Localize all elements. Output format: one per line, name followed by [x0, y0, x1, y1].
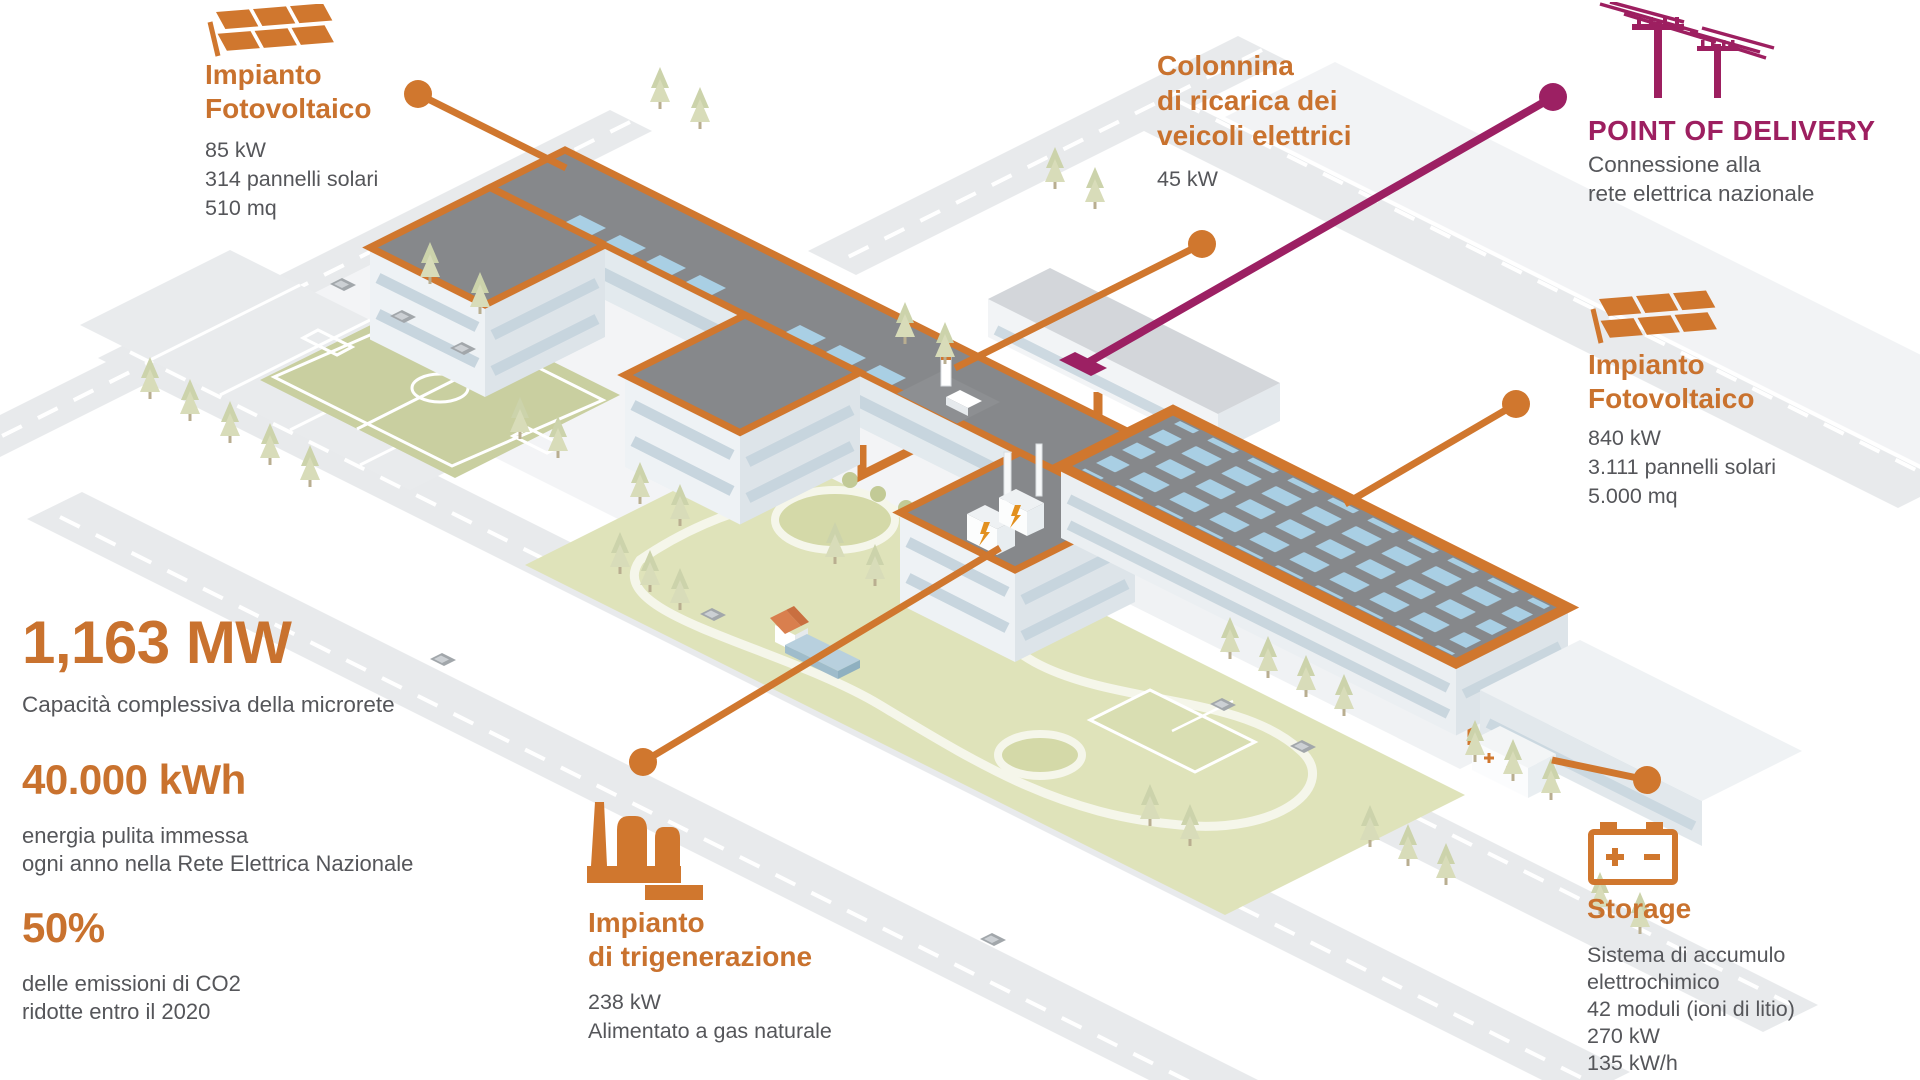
- ev-title-line3: veicoli elettrici: [1157, 120, 1352, 151]
- pv-right-title-line2: Fotovoltaico: [1588, 383, 1755, 414]
- callout-ev-details: 45 kW: [1157, 165, 1218, 194]
- stat-capacity-caption: Capacità complessiva della microrete: [22, 692, 395, 717]
- stat-clean-energy-caption1: energia pulita immessa: [22, 823, 249, 848]
- callout-pv-left-details: 85 kW 314 pannelli solari 510 mq: [205, 136, 378, 223]
- stat-clean-energy: 40.000 kWh energia pulita immessa ogni a…: [22, 756, 413, 878]
- pv-left-detail-panels: 314 pannelli solari: [205, 167, 379, 191]
- stat-co2-value: 50%: [22, 904, 105, 951]
- storage-detail-line4: 270 kW: [1587, 1024, 1660, 1048]
- connector-trigen-line: [641, 544, 1002, 766]
- battery-icon: [1588, 822, 1678, 885]
- connector-pv-right-line: [1343, 400, 1518, 508]
- connector-ev-line: [953, 240, 1204, 372]
- solar-panels: [1082, 421, 1550, 655]
- solar-panel-icon: [1590, 290, 1717, 344]
- storage-detail-line3: 42 moduli (ioni di litio): [1587, 997, 1795, 1021]
- callout-pv-left: [200, 3, 350, 63]
- callout-pv-left-title: Impianto Fotovoltaico: [205, 58, 371, 126]
- roof-skylights: [566, 215, 946, 405]
- factory-icon: [587, 802, 703, 900]
- pv-right-detail-panels: 3.111 pannelli solari: [1588, 455, 1777, 479]
- callout-ev-title: Colonnina di ricarica dei veicoli elettr…: [1157, 48, 1352, 153]
- stat-co2: 50% delle emissioni di CO2 ridotte entro…: [22, 904, 241, 1026]
- pv-right-title-line1: Impianto: [1588, 349, 1705, 380]
- callout-pv-right-details: 840 kW 3.111 pannelli solari 5.000 mq: [1588, 424, 1776, 511]
- stat-clean-energy-value: 40.000 kWh: [22, 756, 246, 803]
- lightning-bolt: [979, 522, 990, 546]
- pv-left-detail-area: 510 mq: [205, 196, 277, 220]
- office-windows: [375, 273, 1130, 641]
- solar-panel-icon: [207, 3, 334, 57]
- callout-pod-icon: [1598, 0, 1778, 113]
- stat-capacity: 1,163 MW Capacità complessiva della micr…: [22, 608, 395, 719]
- pod-title: POINT OF DELIVERY: [1588, 115, 1876, 146]
- callout-trigen-title: Impianto di trigenerazione: [588, 906, 812, 974]
- pod-detail-line1: Connessione alla: [1588, 152, 1761, 177]
- pv-right-detail-kw: 840 kW: [1588, 426, 1661, 450]
- pod-detail-line2: rete elettrica nazionale: [1588, 181, 1815, 206]
- trigen-title-line2: di trigenerazione: [588, 941, 813, 972]
- stat-capacity-value: 1,163 MW: [22, 609, 292, 676]
- trigen-detail-kw: 238 kW: [588, 990, 661, 1014]
- storage-title: Storage: [1587, 893, 1692, 924]
- stat-co2-caption1: delle emissioni di CO2: [22, 971, 241, 996]
- callout-pod-title: POINT OF DELIVERY: [1588, 114, 1876, 148]
- ev-title-line2: di ricarica dei: [1157, 85, 1338, 116]
- callout-storage-icon: [1586, 816, 1682, 893]
- solar-roof-building: [1049, 404, 1580, 736]
- storage-detail-line5: 135 kW/h: [1587, 1051, 1678, 1075]
- pv-left-title-line1: Impianto: [205, 59, 322, 90]
- ev-detail-kw: 45 kW: [1157, 167, 1218, 191]
- ev-title-line1: Colonnina: [1157, 50, 1294, 81]
- callout-trigen-details: 238 kW Alimentato a gas naturale: [588, 988, 832, 1046]
- connector-pv-left-line: [416, 90, 568, 172]
- trigeneration-units: [967, 443, 1044, 555]
- connector-storage-line: [1551, 756, 1648, 784]
- pod-connection-point: [1059, 352, 1107, 376]
- stat-clean-energy-caption2: ogni anno nella Rete Elettrica Nazionale: [22, 851, 414, 876]
- park: [525, 445, 1465, 915]
- callout-trigen-icon: [583, 794, 723, 907]
- trigen-detail-fuel: Alimentato a gas naturale: [588, 1019, 832, 1043]
- pv-left-detail-kw: 85 kW: [205, 138, 266, 162]
- stat-co2-caption2: ridotte entro il 2020: [22, 999, 211, 1024]
- callout-pod-details: Connessione alla rete elettrica nazional…: [1588, 150, 1814, 208]
- callout-pv-right: [1583, 290, 1733, 351]
- callout-storage-details: Sistema di accumulo elettrochimico 42 mo…: [1587, 942, 1795, 1077]
- storage-detail-line2: elettrochimico: [1587, 970, 1720, 994]
- storage-detail-line1: Sistema di accumulo: [1587, 943, 1786, 967]
- connector-pod-line: [1087, 93, 1555, 366]
- pv-left-title-line2: Fotovoltaico: [205, 93, 372, 124]
- trigen-title-line1: Impianto: [588, 907, 705, 938]
- callout-pv-right-title: Impianto Fotovoltaico: [1588, 348, 1754, 416]
- callout-connectors: [404, 80, 1661, 794]
- power-lines-icon: [1599, 0, 1775, 98]
- lightning-bolt: [1010, 505, 1021, 528]
- pv-right-detail-area: 5.000 mq: [1588, 484, 1678, 508]
- callout-storage-title: Storage: [1587, 892, 1691, 926]
